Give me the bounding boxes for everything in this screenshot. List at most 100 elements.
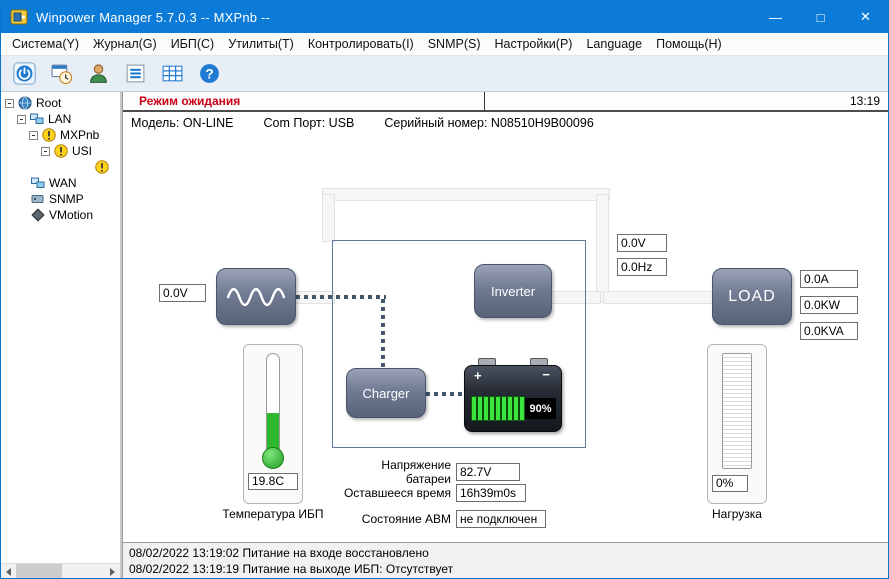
user-manager-button[interactable] (83, 59, 113, 88)
device-info-strip: Модель: ON-LINE Com Порт: USB Серийный н… (123, 112, 888, 134)
menu-ups[interactable]: ИБП(C) (170, 37, 215, 51)
battery-voltage-field: 82.7V (456, 463, 520, 481)
device-tree-panel: Root LAN MXPnb USI (1, 92, 122, 578)
model-info: Модель: ON-LINE (131, 116, 234, 130)
content-panel: Режим ожидания 13:19 Модель: ON-LINE Com… (122, 92, 888, 578)
tree-item-label: USI (72, 144, 93, 158)
window-title: Winpower Manager 5.7.0.3 -- MXPnb -- (36, 9, 271, 25)
menu-monitor[interactable]: Контролировать(I) (307, 37, 414, 51)
remaining-time-field: 16h39m0s (456, 484, 526, 502)
clock-text: 13:19 (849, 94, 880, 108)
battery-plus-sign: + (474, 368, 482, 383)
menubar: Система(Y) Журнал(G) ИБП(C) Утилиты(T) К… (1, 33, 888, 56)
battery-dotted-line (426, 392, 464, 396)
collapse-toggle-icon[interactable] (17, 114, 26, 124)
scrollbar-track[interactable] (16, 564, 105, 578)
battery-charge-percent: 90% (525, 398, 556, 419)
menu-settings[interactable]: Настройки(P) (494, 37, 573, 51)
tree-item-ups-child[interactable] (1, 159, 120, 175)
remaining-time-row: Оставшееся время 16h39m0s (335, 484, 526, 502)
battery-graphic: + − 90% (464, 358, 562, 432)
help-icon: ? (199, 64, 219, 83)
network-icon (31, 176, 45, 190)
app-icon (10, 8, 28, 26)
tree-item-wan[interactable]: WAN (1, 175, 120, 191)
help-button[interactable]: ? (194, 59, 224, 88)
tree-item-root[interactable]: Root (1, 95, 120, 111)
com-port-info: Com Порт: USB (263, 116, 355, 130)
output-kw-field: 0.0KW (800, 296, 858, 314)
output-voltage-field: 0.0V (617, 234, 667, 252)
collapse-toggle-icon[interactable] (29, 130, 38, 140)
tree-item-lan[interactable]: LAN (1, 111, 120, 127)
event-log-icon (126, 64, 144, 83)
charger-dotted-line (381, 299, 385, 368)
scroll-right-arrow-icon[interactable] (105, 564, 120, 578)
abm-state-label: Состояние ABM (361, 512, 451, 526)
warning-icon (54, 144, 68, 158)
tree-item-vmotion[interactable]: VMotion (1, 207, 120, 223)
output-current-field: 0.0A (800, 270, 858, 288)
tree-horizontal-scrollbar[interactable] (1, 563, 120, 578)
load-bar-icon (722, 353, 752, 469)
battery-voltage-label: Напряжение батареи (381, 458, 451, 486)
tree-item-usi[interactable]: USI (1, 143, 120, 159)
menu-utilities[interactable]: Утилиты(T) (228, 37, 294, 51)
warning-icon (42, 128, 56, 142)
ups-power-icon (12, 62, 36, 85)
scrollbar-thumb[interactable] (16, 564, 62, 578)
scroll-left-arrow-icon[interactable] (1, 564, 16, 578)
output-pipe (603, 291, 715, 304)
menu-language[interactable]: Language (586, 37, 643, 51)
ac-input-box (216, 268, 296, 325)
tree-item-label: WAN (49, 176, 77, 190)
data-record-button[interactable] (157, 59, 187, 88)
ups-status-text: Режим ожидания (139, 94, 241, 108)
titlebar: Winpower Manager 5.7.0.3 -- MXPnb -- — □… (1, 1, 888, 33)
battery-voltage-row: Напряжение батареи 82.7V (335, 458, 520, 486)
ups-power-button[interactable] (9, 59, 39, 88)
data-record-icon (162, 65, 182, 82)
remaining-time-label: Оставшееся время (343, 486, 451, 500)
output-frequency-field: 0.0Hz (617, 258, 667, 276)
serial-number-info: Серийный номер: N08510H9B00096 (384, 116, 594, 130)
bypass-pipe-left (322, 194, 335, 242)
shutdown-schedule-icon (51, 64, 72, 85)
abm-state-row: Состояние ABM не подключен (335, 510, 546, 528)
user-manager-icon (89, 64, 107, 83)
close-button[interactable]: ✕ (860, 9, 871, 24)
thermometer-bulb-icon (262, 447, 284, 469)
status-cell: Режим ожидания (123, 92, 485, 110)
bypass-pipe-top (322, 188, 610, 201)
inverter-box: Inverter (474, 264, 552, 318)
menu-snmp[interactable]: SNMP(S) (427, 37, 481, 51)
status-strip: Режим ожидания 13:19 (123, 92, 888, 112)
event-log-button[interactable] (120, 59, 150, 88)
input-voltage-field: 0.0V (159, 284, 206, 302)
collapse-toggle-icon[interactable] (41, 146, 50, 156)
output-kva-field: 0.0KVA (800, 322, 858, 340)
tree-item-mxpnb[interactable]: MXPnb (1, 127, 120, 143)
thermometer-tube-icon (266, 353, 280, 457)
main-area: Root LAN MXPnb USI (1, 92, 888, 578)
menu-help[interactable]: Помощь(H) (656, 37, 722, 51)
log-line: 08/02/2022 13:19:02 Питание на входе вос… (129, 546, 429, 560)
temperature-gauge: 19.8C (243, 344, 303, 504)
tree-item-label: LAN (48, 112, 72, 126)
maximize-button[interactable]: □ (816, 9, 825, 25)
event-log: 08/02/2022 13:19:02 Питание на входе вос… (123, 542, 888, 578)
sine-wave-icon (226, 287, 286, 306)
tree-item-label: Root (36, 96, 62, 110)
menu-system[interactable]: Система(Y) (12, 37, 80, 51)
minimize-button[interactable]: — (769, 9, 782, 25)
menu-journal[interactable]: Журнал(G) (93, 37, 157, 51)
shutdown-schedule-button[interactable] (46, 59, 76, 88)
collapse-toggle-icon[interactable] (5, 98, 14, 108)
tree-item-label: SNMP (49, 192, 84, 206)
warning-icon (95, 160, 109, 174)
tree-item-label: VMotion (49, 208, 94, 222)
root-globe-icon (18, 96, 32, 110)
tree-item-snmp[interactable]: SNMP (1, 191, 120, 207)
temperature-value-field: 19.8C (248, 473, 298, 490)
network-icon (30, 112, 44, 126)
